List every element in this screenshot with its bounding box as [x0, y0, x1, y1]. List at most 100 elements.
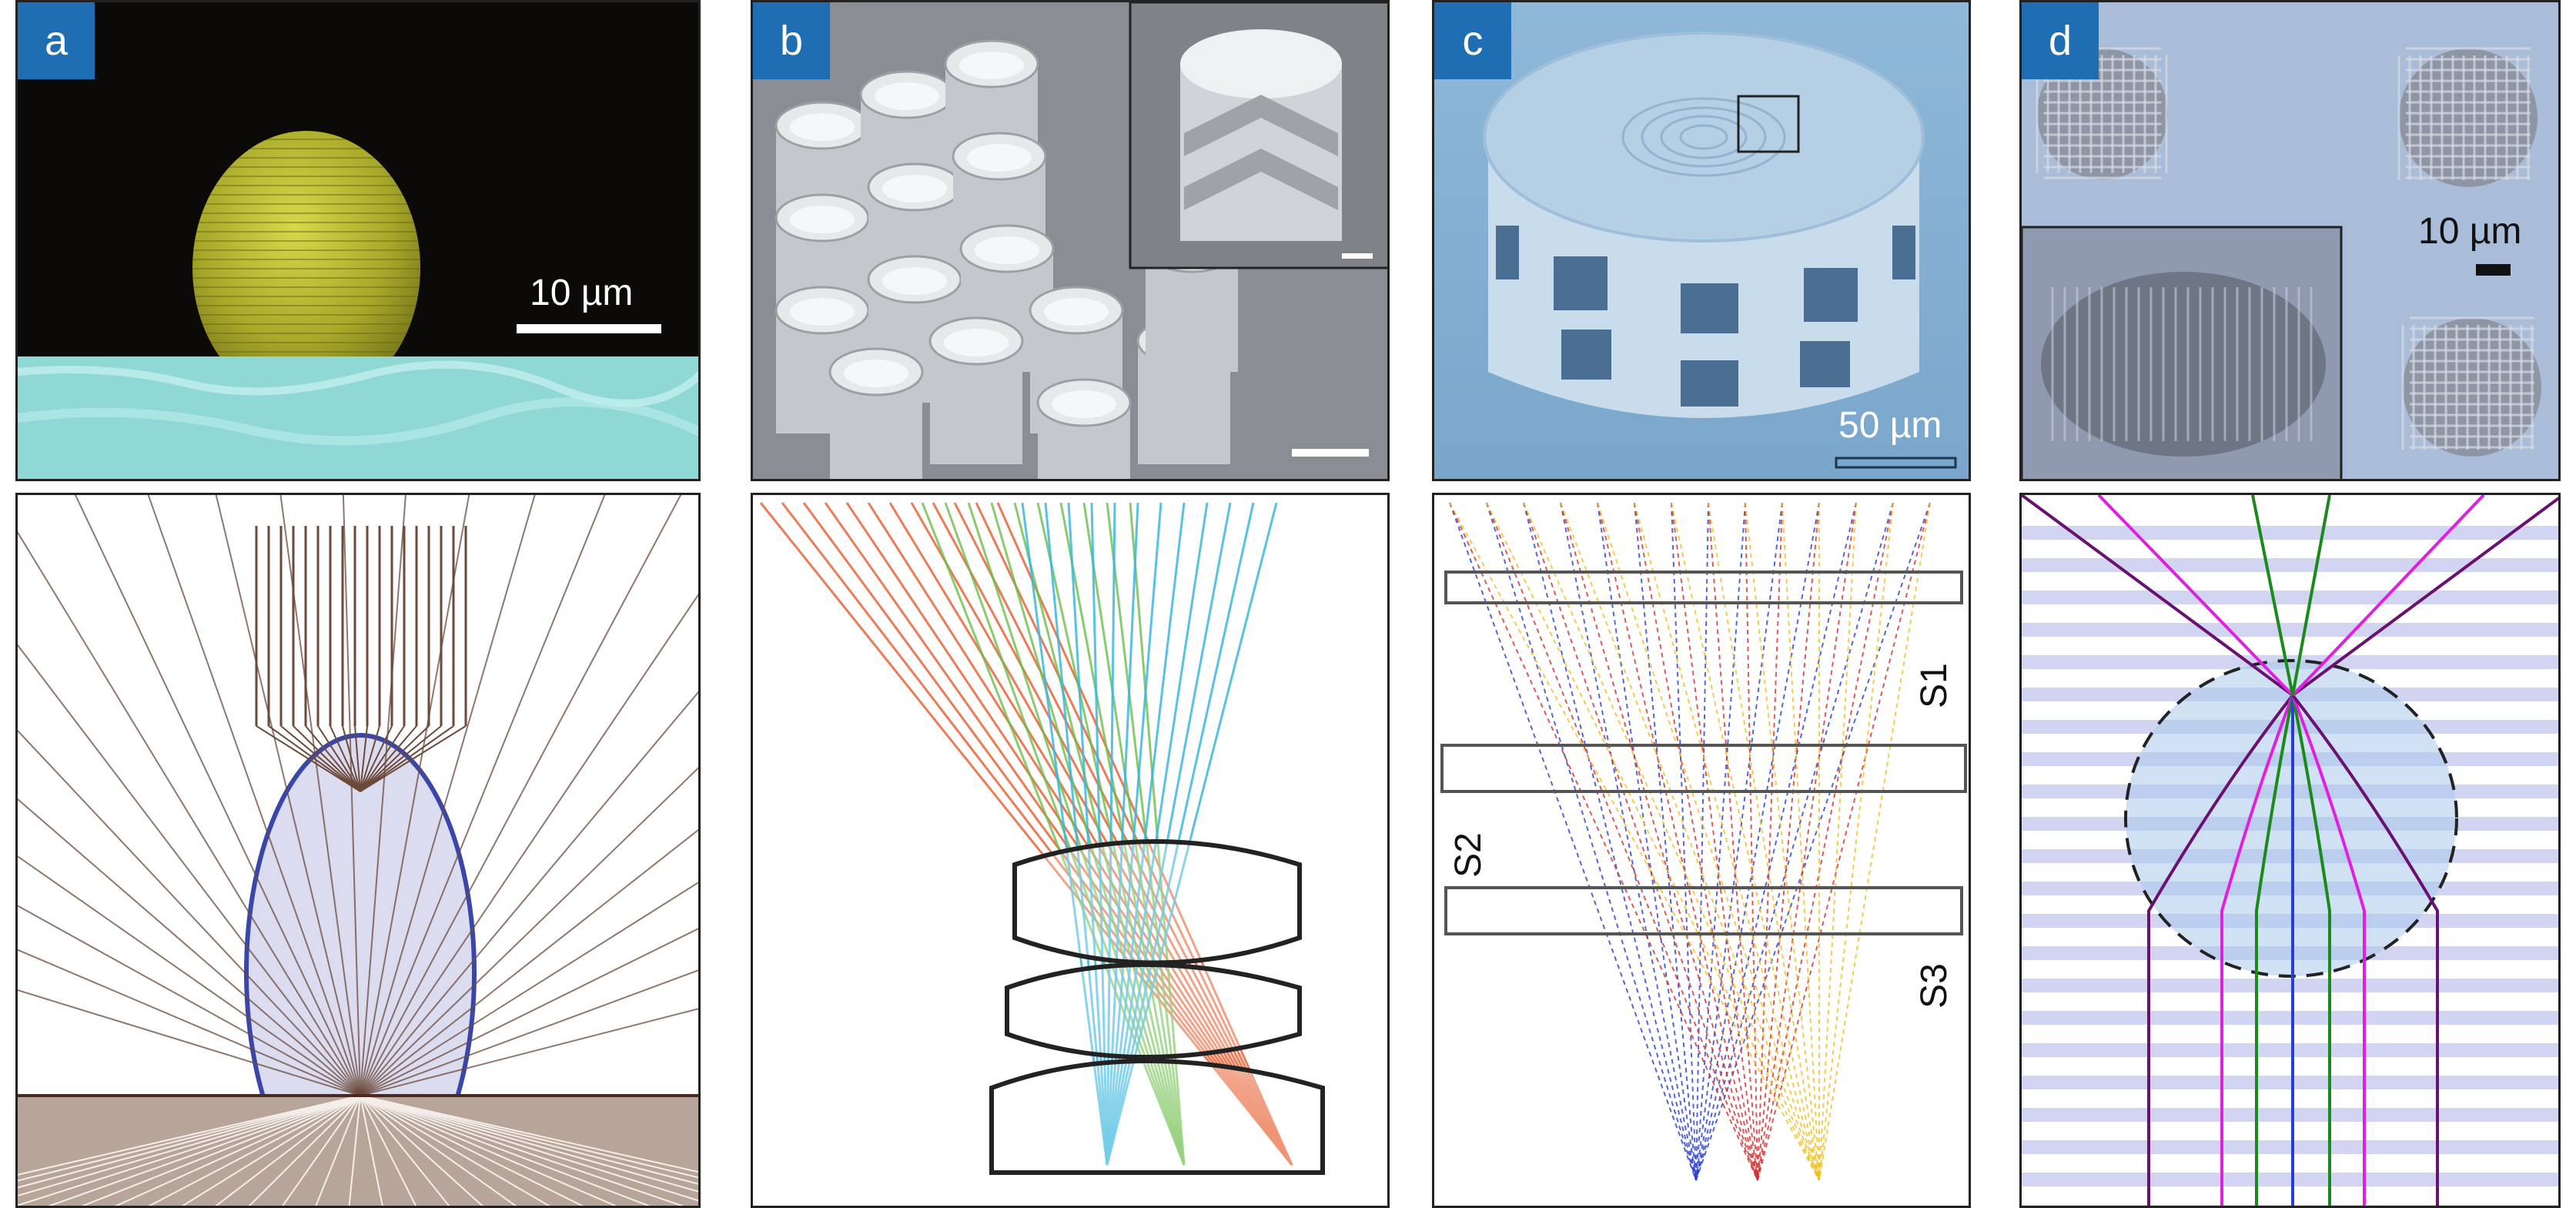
panel-d-sem-image [2022, 47, 2541, 479]
ray-dashed [1708, 502, 1820, 1181]
ray-dashed [1634, 502, 1697, 1181]
ray-dashed [1597, 502, 1758, 1181]
ray-cyan [1106, 502, 1255, 1166]
ray-dashed [1486, 502, 1758, 1181]
ray-dashed [1781, 502, 1820, 1181]
ray-orange [867, 502, 1293, 1166]
panel-b-ray-diagram [751, 493, 1390, 1208]
lens-element-1 [1012, 839, 1302, 965]
substrate-ray [360, 1095, 651, 1206]
scattered-ray [74, 495, 361, 1096]
ray-green [921, 502, 1186, 1166]
panel-a-sem-image [18, 131, 698, 479]
ray-orange [888, 502, 1293, 1166]
panel-d-tag: d [2022, 2, 2099, 79]
ray-dashed [1560, 502, 1758, 1181]
field-line [2291, 495, 2331, 696]
substrate-ray [315, 1095, 361, 1206]
refracted-ray [360, 725, 405, 792]
ray-dashed [1523, 502, 1758, 1181]
panel-c-sem-image [1434, 2, 1969, 479]
ray-dashed [1449, 502, 1820, 1181]
scattered-ray [279, 495, 361, 1096]
wave-front [2022, 1140, 2558, 1154]
panel-d-field-diagram [2019, 493, 2561, 1208]
refracted-ray [330, 725, 361, 792]
scattered-ray [360, 969, 698, 1096]
scattered-ray [18, 949, 361, 1096]
scattered-ray [360, 495, 606, 1096]
panel-d-field-svg [2022, 495, 2558, 1206]
field-line [2291, 694, 2439, 1206]
refracted-ray [360, 725, 393, 792]
surface-s2 [1440, 744, 1967, 793]
refracted-ray [360, 725, 380, 792]
panel-a: a 10 µm [15, 0, 701, 1208]
substrate-ray [148, 1095, 361, 1206]
substrate-ray [248, 1095, 361, 1206]
ray-dashed [1671, 502, 1758, 1181]
ray-dashed [1695, 502, 1894, 1181]
lens-element-3 [989, 1059, 1325, 1175]
ray-cyan [1106, 502, 1278, 1166]
scattered-ray [342, 495, 361, 1096]
wave-front [2022, 623, 2558, 637]
scattered-ray [18, 855, 361, 1096]
substrate-ray [360, 1095, 383, 1206]
panel-c-ray-svg [1440, 502, 1967, 1181]
refracted-ray [317, 725, 361, 792]
field-line [2147, 694, 2294, 1206]
substrate-ray [360, 1095, 684, 1206]
substrate-ray [360, 1095, 617, 1206]
substrate-ray [18, 1095, 361, 1197]
zoom-box [1737, 95, 1800, 153]
inset-cutaway [1184, 95, 1338, 156]
ray-dashed [1757, 502, 1820, 1181]
lens-surface [967, 144, 1032, 172]
field-line [2220, 694, 2294, 1206]
substrate-ray [114, 1095, 361, 1206]
field-line [2291, 694, 2331, 1206]
scattered-ray [360, 767, 698, 1096]
scattered-ray [18, 905, 361, 1096]
wave-front [2022, 1076, 2558, 1089]
ray-orange [932, 502, 1293, 1166]
wave-front [2022, 1011, 2558, 1025]
refracted-ray [360, 725, 417, 792]
ray-dashed [1597, 502, 1697, 1181]
substrate-ray [360, 1095, 550, 1206]
wave-front [2022, 1043, 2558, 1057]
surface-label-s1: S1 [1913, 663, 1955, 708]
lens-surface [790, 206, 855, 233]
ray-dashed [1818, 502, 1931, 1181]
scattered-ray [360, 495, 470, 1096]
substrate-ray [360, 1095, 483, 1206]
inset-lattice-disk [2041, 272, 2326, 457]
substrate-ray [360, 1095, 698, 1185]
panel-a-ray-diagram [15, 493, 701, 1208]
scattered-ray [18, 729, 361, 1096]
refracted-ray [268, 725, 361, 792]
refracted-ray [280, 725, 361, 792]
substrate-ray [18, 1095, 361, 1189]
scattered-ray [360, 495, 406, 1096]
ray-dashed [1695, 502, 1709, 1181]
panel-c-ray-diagram: S1 S2 S3 [1432, 493, 1971, 1208]
ray-dashed [1695, 502, 1783, 1181]
panel-d-sem-frame: d 10 µm [2019, 0, 2561, 481]
refracted-ray [360, 725, 467, 792]
substrate-ray [360, 1095, 450, 1206]
ray-dashed [1449, 502, 1697, 1181]
panel-a-scale-label: 10 µm [530, 273, 634, 313]
panel-b-sem-image [774, 2, 1387, 479]
panel-d-scale-label: 10 µm [2418, 211, 2522, 252]
lens-surface [975, 236, 1039, 264]
substrate-ray [181, 1095, 361, 1206]
ray-dashed [1708, 502, 1758, 1181]
surface-label-s2: S2 [1447, 832, 1489, 878]
refracted-ray [360, 725, 430, 792]
surface-label-s3: S3 [1913, 963, 1955, 1009]
ray-orange [910, 502, 1293, 1166]
lens-surface [844, 360, 908, 387]
panel-c-scale-label: 50 µm [1838, 405, 1942, 446]
